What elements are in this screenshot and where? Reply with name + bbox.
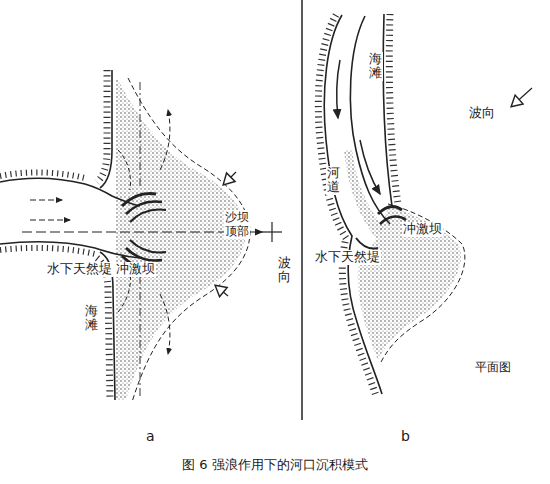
figure-caption: 图 6 强浪作用下的河口沉积模式 (0, 456, 550, 474)
part-label: b (400, 428, 411, 444)
panel-divider (301, 0, 303, 420)
part-label: 海滩 (84, 304, 99, 333)
panel-b-drawing (318, 14, 532, 396)
part-label: 波向 (277, 256, 292, 285)
part-label: 波向 (468, 106, 496, 121)
part-label: a (145, 428, 156, 444)
part-label: 冲激坝 (115, 262, 156, 277)
panel-a-drawing (0, 70, 282, 402)
part-label: 河道 (326, 166, 341, 195)
part-label: 水下天然堤 (46, 262, 113, 277)
part-label: 水下天然堤 (314, 250, 381, 265)
part-label: 沙坝顶部 (224, 210, 250, 239)
part-label: 平面图 (474, 361, 512, 375)
part-label: 冲激坝 (402, 222, 443, 237)
part-label: 海滩 (368, 52, 383, 81)
